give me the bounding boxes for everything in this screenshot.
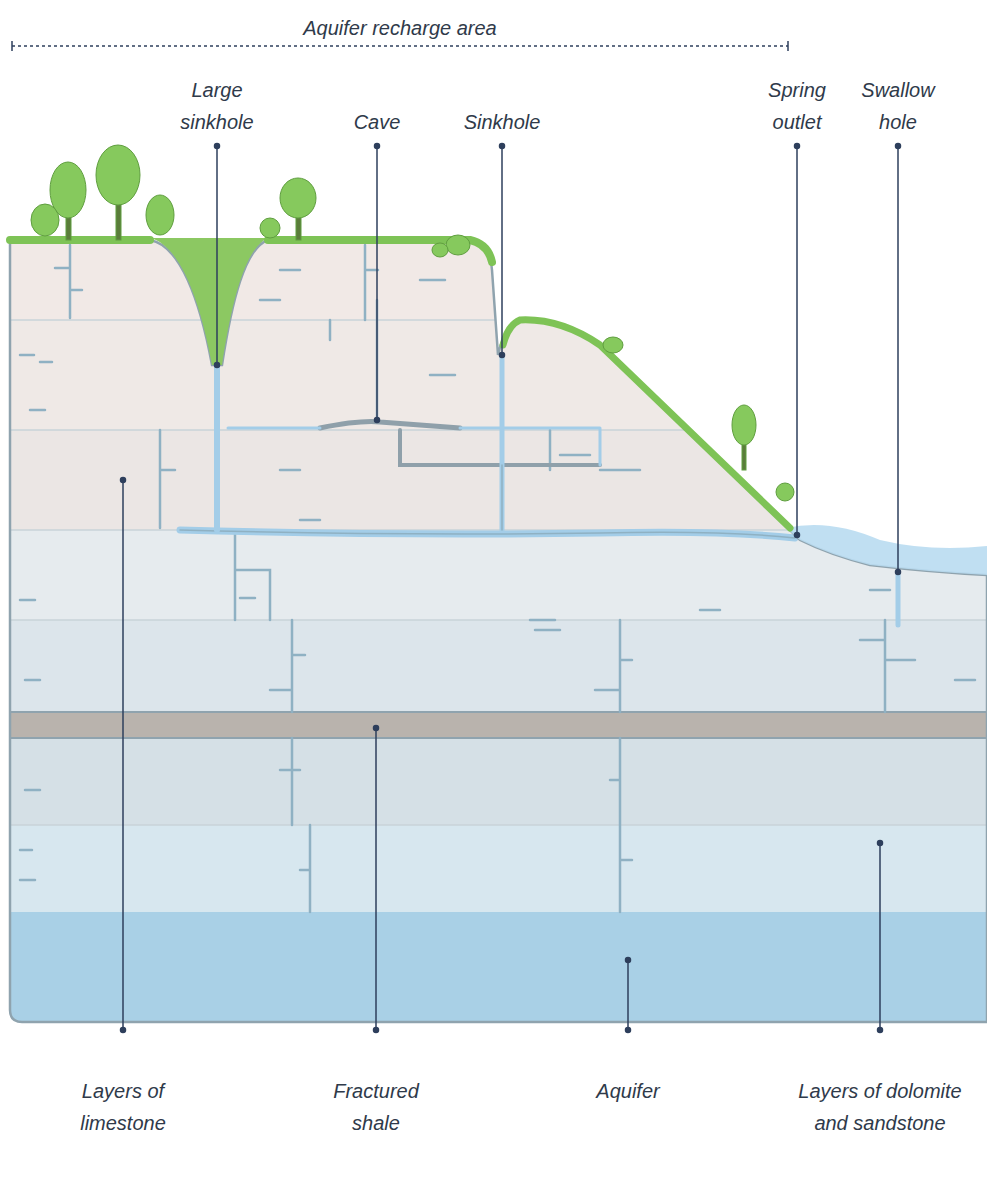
part-label: Sinkhole [452,106,552,138]
vegetation [10,145,794,528]
surface-water [786,525,987,575]
rock-layers [0,200,987,1022]
part-label: Large sinkhole [167,74,267,138]
part-label: Layers of limestone [68,1075,178,1139]
part-label: Spring outlet [757,74,837,138]
water-conduits [180,300,898,625]
part-label: Swallow hole [853,74,943,138]
part-label: Fractured shale [326,1075,426,1139]
leader-lines [121,144,901,1033]
part-label: Cave [337,106,417,138]
part-label: Layers of dolomite and sandstone [785,1075,975,1139]
rock-outline [10,240,987,1022]
recharge-bracket [12,41,788,51]
part-label: Aquifer [578,1075,678,1107]
part-label: Aquifer recharge area [240,12,560,44]
